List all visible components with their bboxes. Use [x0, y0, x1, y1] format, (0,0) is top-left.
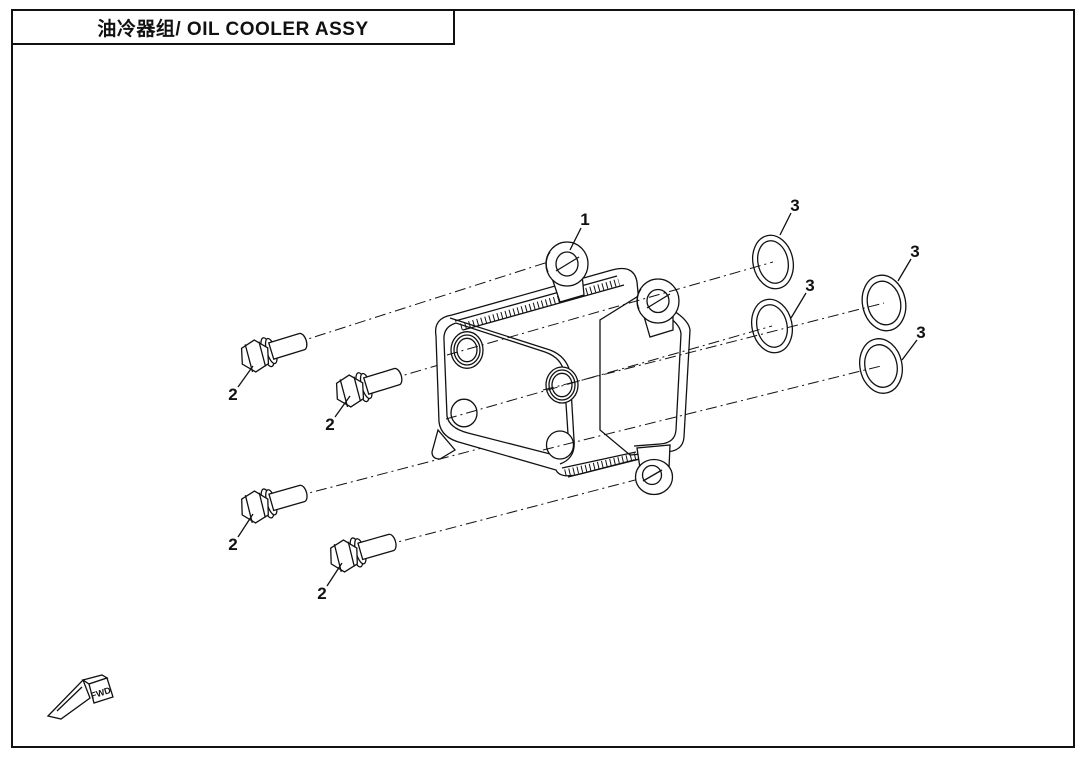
fwd-direction-arrow: FWD — [46, 674, 114, 720]
callout-bolt-3: 2 — [228, 535, 237, 554]
callout-bolt-4: 2 — [317, 584, 326, 603]
callout-bolt-1: 2 — [228, 385, 237, 404]
o-ring-4 — [859, 338, 903, 394]
mounting-ear-3 — [634, 444, 674, 496]
callout-o-ring-4: 3 — [916, 323, 925, 342]
port-boss-top-left — [450, 331, 484, 369]
port-axis-lines — [445, 261, 885, 451]
cooler-bottom-left-tab — [431, 428, 456, 460]
flange-bolt-2 — [335, 367, 403, 408]
port-boss-mid-right — [545, 366, 579, 404]
callout-oil-cooler: 1 — [580, 210, 589, 229]
cooler-top-edge-band — [454, 275, 625, 331]
page-title: 油冷器组/ OIL COOLER ASSY — [97, 18, 369, 40]
flange-bolt-3 — [241, 484, 308, 524]
leader-lines — [237, 212, 918, 587]
callout-o-ring-2: 3 — [805, 276, 814, 295]
drawing-border — [11, 9, 1075, 748]
port-hole-bottom-right — [545, 430, 575, 460]
port-hole-bottom-left — [450, 398, 478, 428]
oil-cooler-body — [431, 241, 691, 496]
callout-o-ring-3: 3 — [910, 242, 919, 261]
callout-o-ring-1: 3 — [790, 196, 799, 215]
ear-hole-centerlines — [555, 256, 671, 482]
title-box: 油冷器组/ OIL COOLER ASSY — [11, 9, 455, 45]
cooler-bottom-edge-band — [561, 451, 641, 478]
flange-bolt-1 — [240, 332, 308, 373]
flange-bolt-4 — [330, 533, 397, 573]
callout-bolt-2: 2 — [325, 415, 334, 434]
